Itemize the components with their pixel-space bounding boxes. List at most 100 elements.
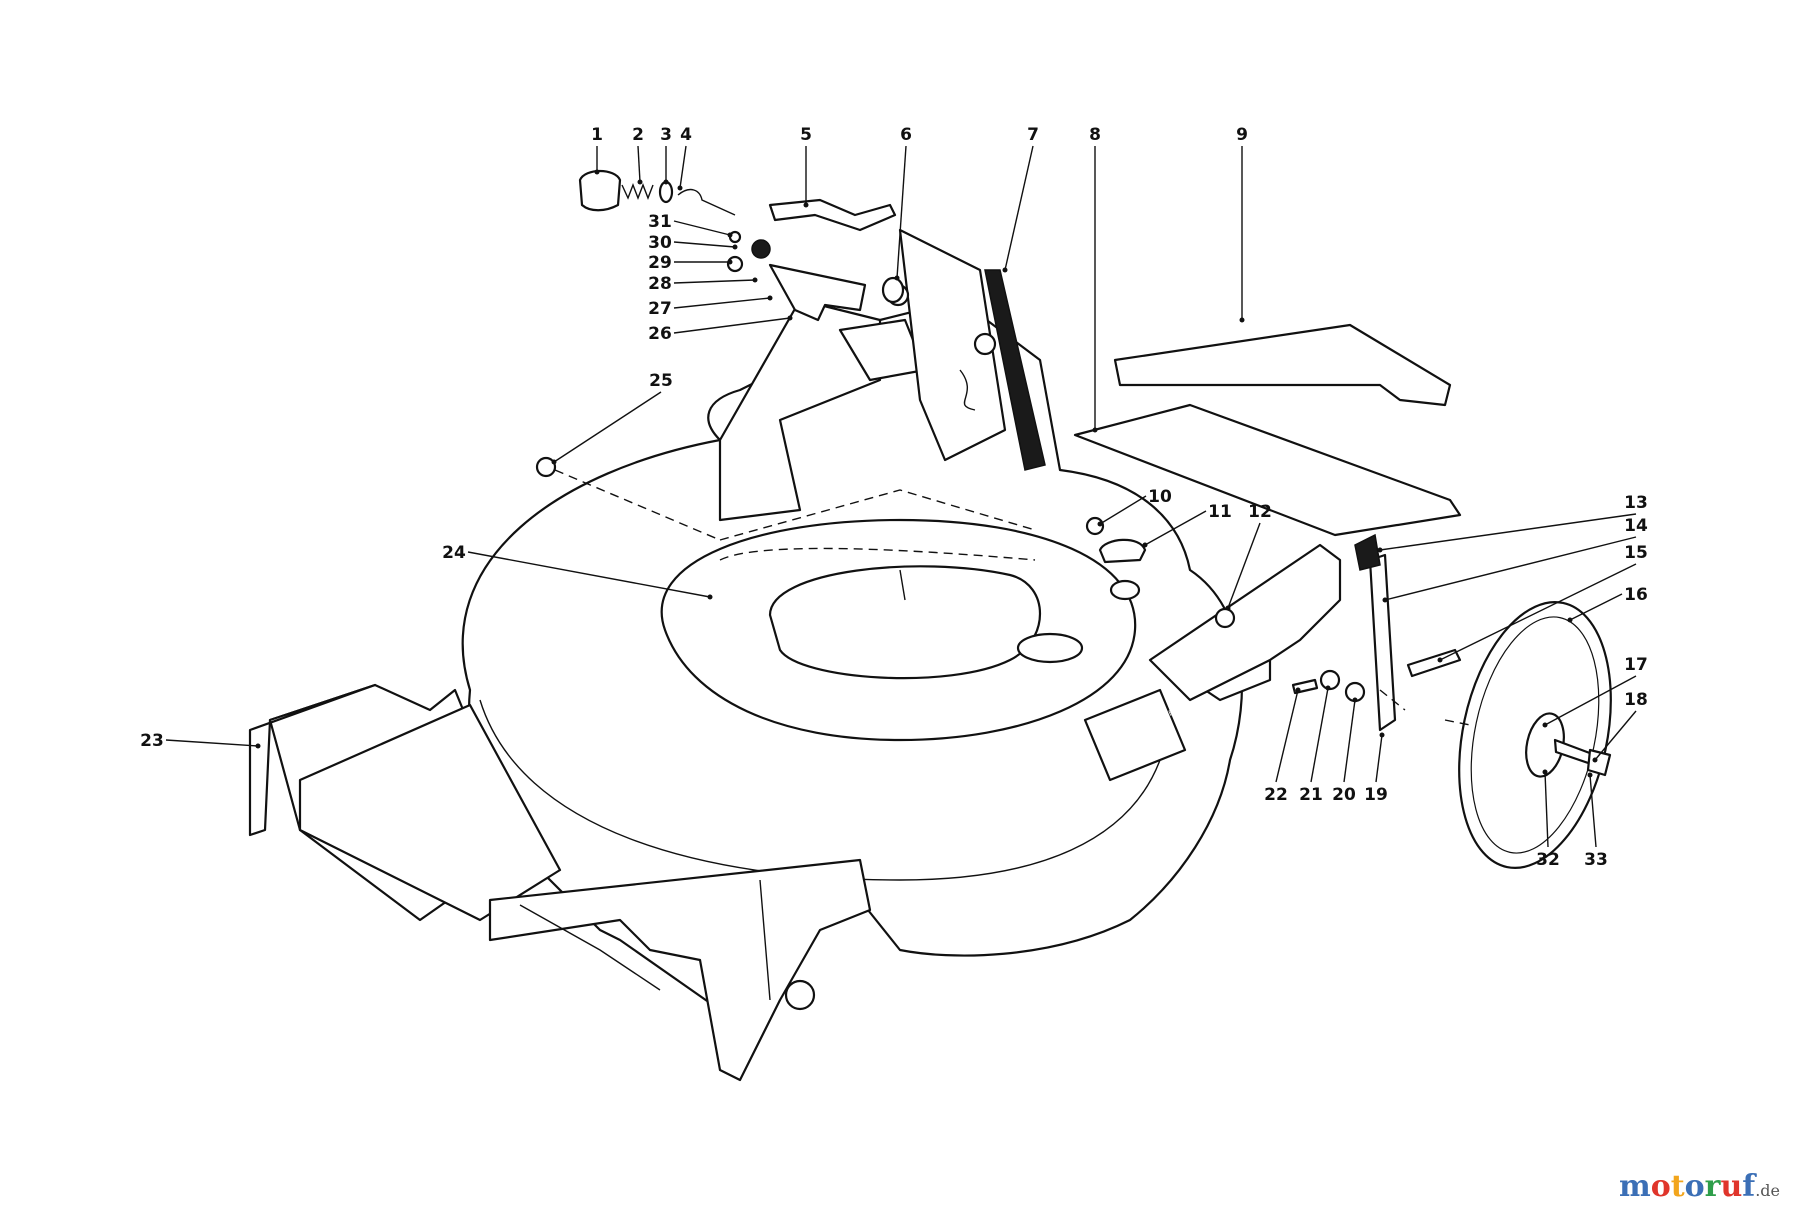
leader-line <box>673 220 731 236</box>
watermark-letter: o <box>1650 1169 1671 1204</box>
watermark-letter: t <box>1670 1169 1685 1204</box>
leader-dot <box>707 594 713 600</box>
callout-number: 32 <box>1536 850 1560 870</box>
callout-23: 23 <box>140 731 261 751</box>
callout-5: 5 <box>800 125 812 208</box>
leader-dot <box>727 232 733 238</box>
leader-line <box>1544 675 1637 726</box>
watermark-tld: .de <box>1755 1181 1780 1200</box>
leader-line <box>896 145 907 279</box>
callout-number: 16 <box>1624 585 1648 605</box>
callout-number: 24 <box>442 543 466 563</box>
callout-number: 21 <box>1299 785 1323 805</box>
leader-line <box>1343 699 1356 783</box>
leader-dot <box>1225 605 1231 611</box>
leader-dot <box>1002 267 1008 273</box>
callout-2: 2 <box>632 125 644 185</box>
leader-dot <box>1097 521 1103 527</box>
leader-line <box>553 391 662 463</box>
callout-number: 27 <box>648 299 672 319</box>
callout-number: 22 <box>1264 785 1288 805</box>
callout-number: 19 <box>1364 785 1388 805</box>
callout-number: 25 <box>649 371 673 391</box>
leader-dot <box>1592 757 1598 763</box>
callout-3: 3 <box>660 125 672 185</box>
callout-number: 6 <box>900 125 912 145</box>
rear-wheel <box>1458 601 1612 869</box>
leader-dot <box>1325 685 1331 691</box>
leader-dot <box>1437 657 1443 663</box>
callout-30: 30 <box>648 233 738 253</box>
leader-line <box>673 297 771 309</box>
leader-dot <box>663 179 669 185</box>
leader-dot <box>1567 617 1573 623</box>
callout-number: 5 <box>800 125 812 145</box>
callout-14: 14 <box>1382 516 1648 603</box>
watermark-letter: r <box>1704 1169 1721 1204</box>
leader-dot <box>1142 542 1148 548</box>
callout-number: 31 <box>648 212 672 232</box>
leader-line <box>1589 774 1597 848</box>
callout-number: 15 <box>1624 543 1648 563</box>
callout-28: 28 <box>648 274 758 294</box>
leader-dot <box>803 202 809 208</box>
watermark-letter: f <box>1742 1169 1756 1204</box>
leader-dot <box>1542 769 1548 775</box>
leader-dot <box>1377 547 1383 553</box>
callout-8: 8 <box>1089 125 1101 433</box>
watermark-brand: motoruf <box>1619 1169 1755 1204</box>
leader-dot <box>1542 722 1548 728</box>
leader-dot <box>1092 427 1098 433</box>
leader-line <box>467 551 711 598</box>
leader-dot <box>894 275 900 281</box>
callout-31: 31 <box>648 212 733 238</box>
warning-decal: PLACE FOOT HERE WHEN STARTING <box>1083 688 1187 782</box>
mower-deck: PLACE FOOT HERE WHEN STARTING <box>248 228 1462 1082</box>
callout-number: 9 <box>1236 125 1248 145</box>
leader-line <box>1439 563 1637 661</box>
callout-number: 14 <box>1624 516 1648 536</box>
leader-dot <box>767 295 773 301</box>
callout-number: 23 <box>140 731 164 751</box>
watermark-letter: u <box>1720 1169 1743 1204</box>
callout-15: 15 <box>1437 543 1648 663</box>
callout-19: 19 <box>1364 732 1388 805</box>
leader-line <box>673 317 791 334</box>
leader-line <box>1375 734 1383 783</box>
callout-12: 12 <box>1225 502 1272 611</box>
leader-line <box>1310 687 1329 783</box>
callout-number: 8 <box>1089 125 1101 145</box>
leader-dot <box>551 459 557 465</box>
leader-dot <box>677 185 683 191</box>
callout-4: 4 <box>677 125 692 191</box>
callout-9: 9 <box>1236 125 1248 323</box>
small-parts <box>535 169 1462 703</box>
leader-dot <box>255 743 261 749</box>
leader-dot <box>1587 772 1593 778</box>
callout-22: 22 <box>1264 687 1301 805</box>
leader-line <box>1275 689 1299 783</box>
leader-line <box>1594 710 1637 761</box>
callout-number: 20 <box>1332 785 1356 805</box>
callout-number: 18 <box>1624 690 1648 710</box>
leader-line <box>673 279 756 284</box>
callout-number: 17 <box>1624 655 1648 675</box>
leader-dot <box>1295 687 1301 693</box>
callout-10: 10 <box>1097 487 1172 527</box>
callout-18: 18 <box>1592 690 1648 763</box>
callout-32: 32 <box>1536 769 1560 870</box>
callout-number: 4 <box>680 125 692 145</box>
assembly-lines <box>554 469 1471 726</box>
watermark-letter: o <box>1684 1169 1705 1204</box>
callout-number: 28 <box>648 274 672 294</box>
leader-dot <box>594 169 600 175</box>
leader-dot <box>1382 597 1388 603</box>
callout-7: 7 <box>1002 125 1039 273</box>
callout-1: 1 <box>591 125 603 175</box>
leader-line <box>1144 510 1207 546</box>
leader-line <box>1384 536 1637 601</box>
callout-number: 30 <box>648 233 672 253</box>
callout-number: 10 <box>1148 487 1172 507</box>
